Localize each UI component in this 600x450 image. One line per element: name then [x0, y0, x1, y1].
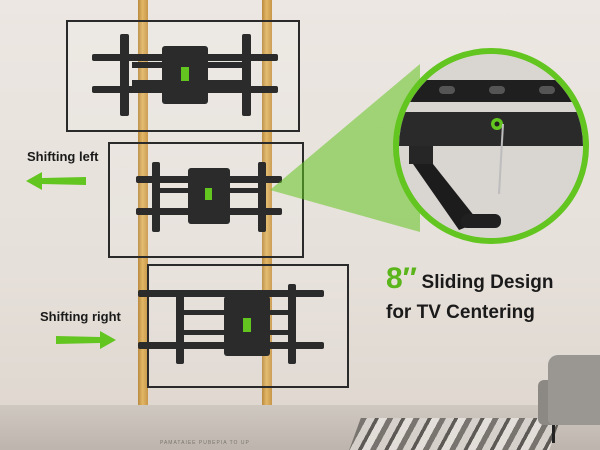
shifting-right-label: Shifting right	[40, 309, 121, 324]
bubble-level-icon	[181, 67, 189, 81]
headline-line-1: 8″ Sliding Design	[386, 264, 553, 294]
arrow-left-icon	[26, 172, 86, 190]
detail-zoom-circle	[393, 48, 589, 244]
wall-mount-bracket-bottom	[138, 284, 324, 364]
bubble-level-icon	[243, 318, 251, 332]
slide-distance: 8″	[386, 262, 418, 295]
slide-bracket-detail	[399, 54, 583, 238]
fine-print: PAMATAIEE PUBEPIA TO UP	[160, 440, 250, 446]
wall-mount-bracket-middle	[136, 162, 282, 232]
sofa-leg	[552, 425, 555, 443]
wall-stud-left	[138, 0, 148, 405]
bubble-level-icon	[205, 188, 212, 200]
shifting-left-label: Shifting left	[27, 149, 99, 164]
wall-stud-right	[262, 0, 272, 405]
wall-mount-bracket-top	[92, 34, 278, 116]
sofa	[548, 355, 600, 425]
headline-line-2: for TV Centering	[386, 302, 535, 323]
arrow-right-icon	[56, 331, 116, 349]
headline-text: Sliding Design	[421, 272, 554, 293]
